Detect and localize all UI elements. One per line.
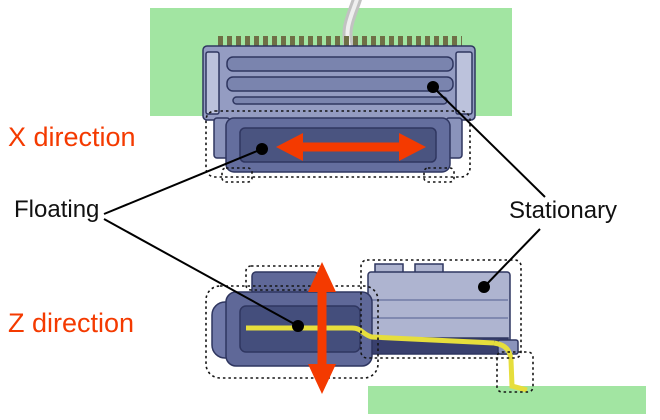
stationary-callout-line-top — [432, 86, 546, 198]
top-float-range-outline — [205, 110, 471, 178]
contact-terminal-yellow — [246, 325, 495, 346]
stationary-label: Stationary — [509, 197, 618, 224]
bottom-assembly — [205, 259, 646, 414]
top-housing-endcap-left — [205, 51, 220, 115]
floating-label: Floating — [14, 196, 100, 223]
top-assembly — [150, 0, 512, 183]
top-housing-slot-1 — [226, 56, 454, 72]
x-arrow-head-right — [399, 133, 426, 161]
contact-terminal-pin — [493, 340, 528, 393]
z-arrow-head-bottom — [308, 364, 336, 394]
z-direction-arrow — [308, 262, 336, 394]
stationary-dot-bottom — [478, 281, 490, 293]
annotations — [103, 81, 546, 394]
top-housing-slot-2 — [226, 76, 454, 92]
z-direction-label: Z direction — [8, 308, 135, 338]
x-arrow-head-left — [276, 133, 303, 161]
floating-callout-line-bottom — [103, 218, 299, 327]
stationary-callout-line-bottom — [483, 228, 541, 288]
bottom-float-range-outline — [205, 285, 379, 379]
floating-dot-bottom — [292, 320, 304, 332]
contact-teeth-row — [214, 36, 462, 48]
pcb-bottom — [368, 386, 646, 414]
x-direction-label: X direction — [8, 122, 136, 152]
top-float-range-foot-right — [423, 167, 455, 183]
bottom-pin-outline — [496, 351, 534, 393]
floating-dot-top — [256, 143, 268, 155]
top-housing-endcap-right — [455, 51, 473, 115]
stationary-dot-top — [427, 81, 439, 93]
z-arrow-head-top — [308, 262, 336, 292]
floating-callout-line-top — [103, 148, 263, 215]
bottom-stationary-outline — [360, 259, 522, 359]
top-float-range-foot-left — [221, 167, 253, 183]
top-housing-slot-3 — [232, 96, 448, 105]
x-direction-arrow — [276, 133, 426, 161]
